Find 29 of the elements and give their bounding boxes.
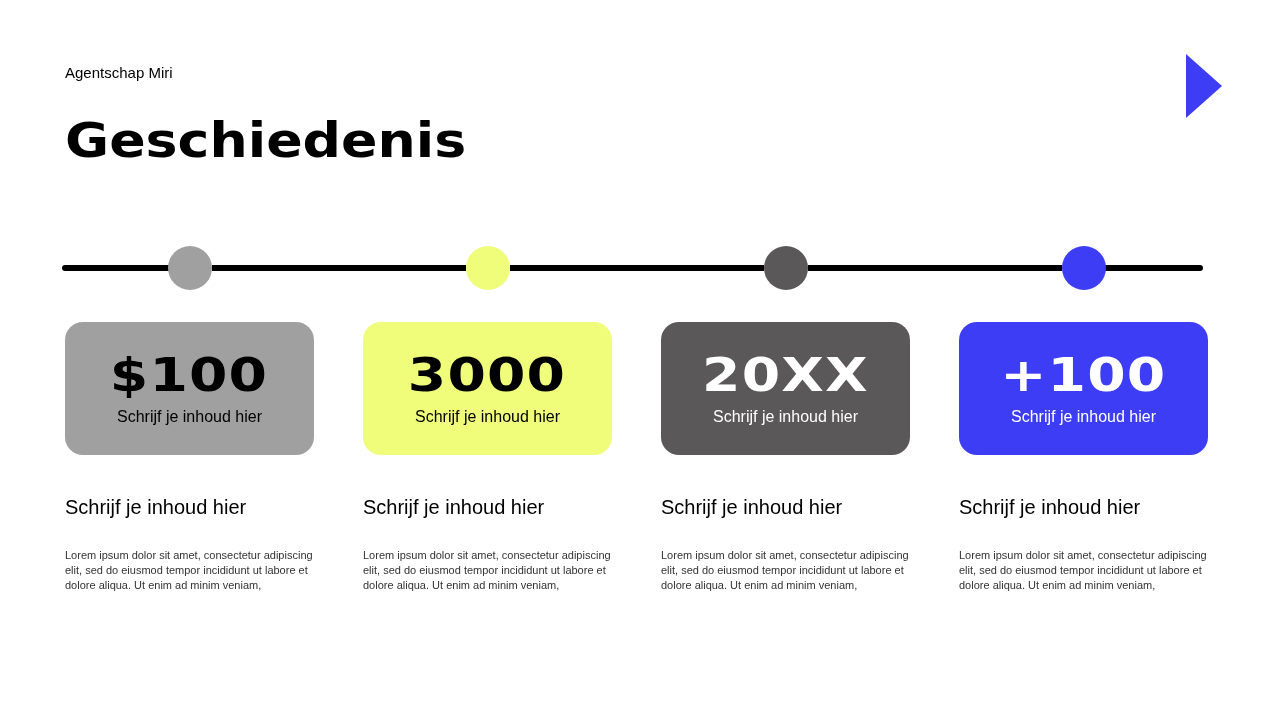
timeline-line: [212, 265, 466, 271]
stat-card: [363, 322, 612, 455]
stat-card: [661, 322, 910, 455]
item-heading: Schrijf je inhoud hier: [661, 496, 843, 519]
stat-caption: Schrijf je inhoud hier: [117, 407, 262, 426]
timeline-dot: [764, 246, 808, 290]
body-text: Lorem ipsum dolor sit amet, consectetur adipiscing elit, sed do eiusmod tempor incididunt ut labore et dolore aliqua. Ut enim ad minim veniam,: [363, 548, 612, 593]
timeline-dot: [168, 246, 212, 290]
stat-number: 20XX: [702, 351, 869, 398]
item-heading: Schrijf je inhoud hier: [363, 496, 545, 519]
item-heading: Schrijf je inhoud hier: [959, 496, 1141, 519]
timeline-dot: [1062, 246, 1106, 290]
agency-name: Agentschap Miri: [65, 64, 173, 81]
stat-caption: Schrijf je inhoud hier: [1011, 407, 1156, 426]
timeline-dot: [466, 246, 510, 290]
stat-number: $100: [110, 351, 269, 398]
stat-caption: Schrijf je inhoud hier: [415, 407, 560, 426]
timeline-line: [808, 265, 1062, 271]
stat-card: [959, 322, 1208, 455]
stat-number: 3000: [408, 351, 567, 398]
slide-title: Geschiedenis: [65, 112, 467, 168]
item-heading: Schrijf je inhoud hier: [65, 496, 247, 519]
stat-card: [65, 322, 314, 455]
timeline-line: [510, 265, 764, 271]
body-text: Lorem ipsum dolor sit amet, consectetur adipiscing elit, sed do eiusmod tempor incididunt ut labore et dolore aliqua. Ut enim ad minim veniam,: [661, 548, 910, 593]
body-text: Lorem ipsum dolor sit amet, consectetur adipiscing elit, sed do eiusmod tempor incididunt ut labore et dolore aliqua. Ut enim ad minim veniam,: [65, 548, 314, 593]
body-text: Lorem ipsum dolor sit amet, consectetur adipiscing elit, sed do eiusmod tempor incididunt ut labore et dolore aliqua. Ut enim ad minim veniam,: [959, 548, 1208, 593]
stat-number: +100: [1000, 351, 1167, 398]
stat-caption: Schrijf je inhoud hier: [713, 407, 858, 426]
